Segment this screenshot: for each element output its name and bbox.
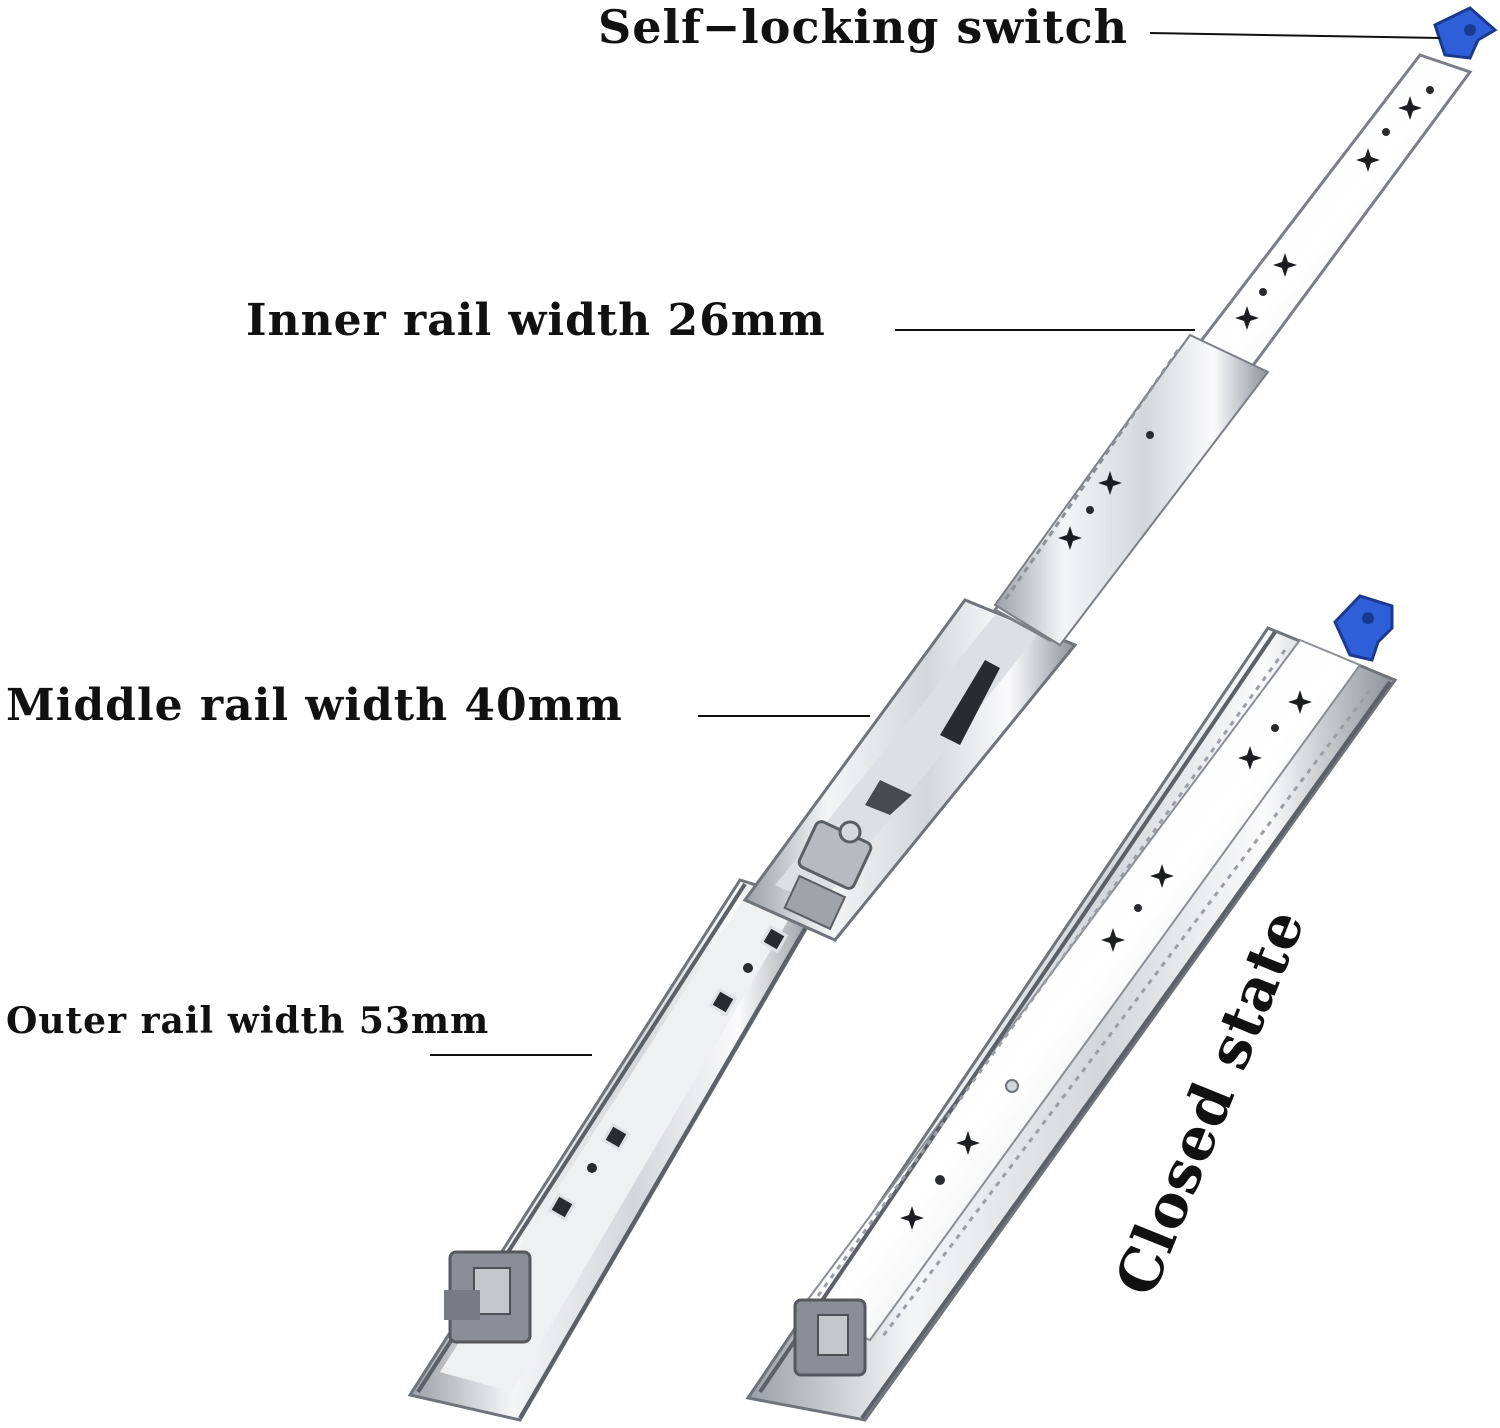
latch-mechanism: [783, 660, 1000, 931]
leader-line-switch: [1149, 32, 1441, 39]
end-cap: [444, 1250, 532, 1344]
closed-locking-switch-part: [1333, 594, 1394, 662]
closed-slide-rail: [745, 594, 1398, 1422]
outer-rail: [407, 878, 823, 1422]
middle-rail-width-label: Middle rail width 40mm: [6, 680, 623, 731]
middle-rail: [742, 598, 1078, 942]
self-locking-switch-part: [1433, 6, 1498, 60]
outer-rail-width-label: Outer rail width 53mm: [6, 1000, 490, 1042]
leader-lines: [430, 32, 1441, 1056]
inner-rail: [992, 6, 1498, 647]
inner-rail-width-label: Inner rail width 26mm: [246, 295, 826, 346]
closed-end-cap: [793, 1298, 867, 1377]
self-locking-switch-label: Self−locking switch: [598, 0, 1129, 54]
extended-slide-rail: [407, 6, 1498, 1422]
